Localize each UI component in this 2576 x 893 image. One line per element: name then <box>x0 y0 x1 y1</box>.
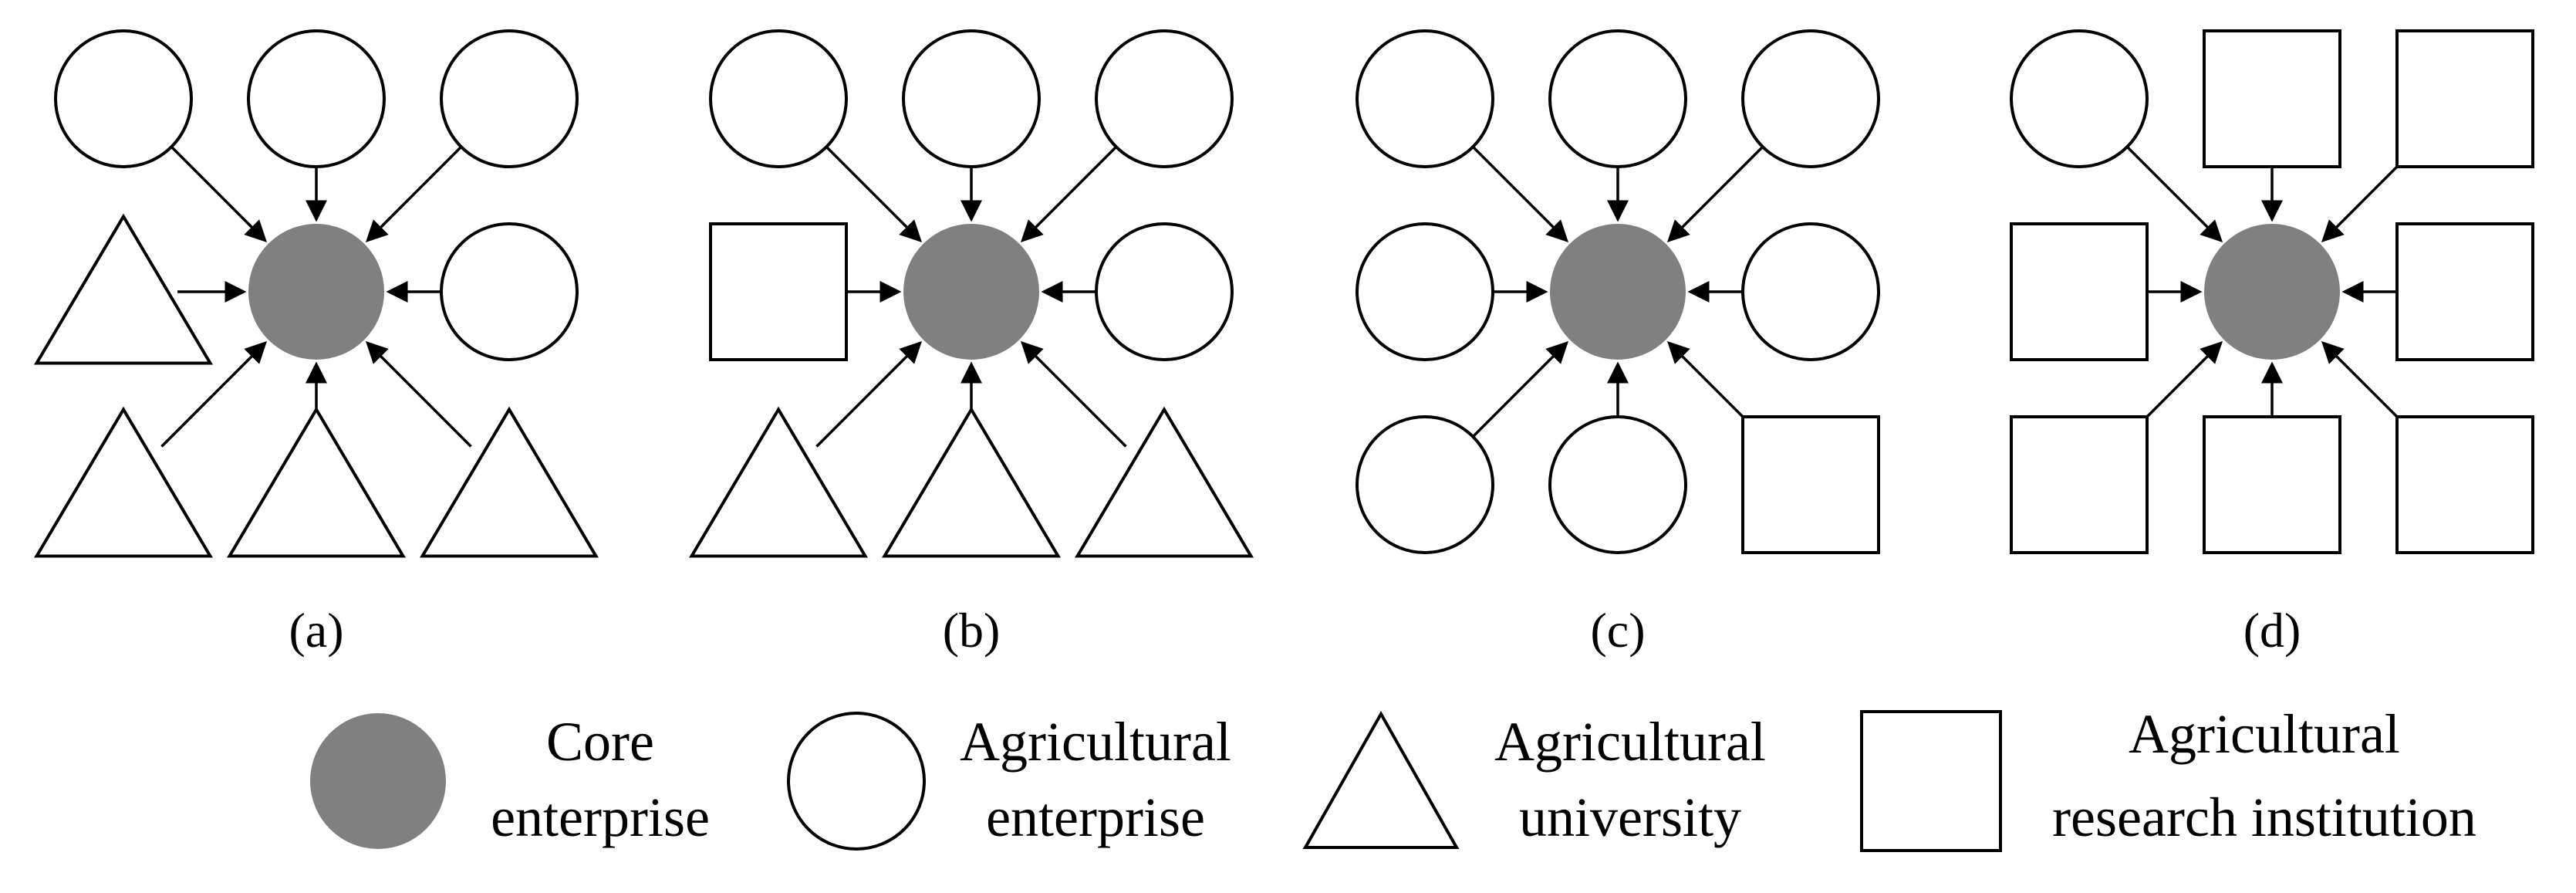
edge-arrow <box>1471 145 1569 243</box>
legend-core-symbol <box>310 713 446 849</box>
legend-university-symbol <box>1302 710 1460 849</box>
edge-arrow <box>160 340 268 448</box>
node-agricultural-university <box>419 406 599 558</box>
edge-arrow <box>825 145 923 243</box>
panel-c <box>1356 29 1880 554</box>
node-agricultural-enterprise <box>440 222 579 361</box>
node-agricultural-enterprise <box>1356 222 1494 361</box>
node-agricultural-enterprise <box>1548 29 1687 168</box>
panel-caption-d: (d) <box>2243 603 2301 658</box>
legend-institution-line2: research institution <box>2052 786 2476 848</box>
legend-university-line1: Agricultural <box>1494 711 1766 773</box>
node-agricultural-research-institution <box>2395 29 2534 168</box>
node-agricultural-research-institution <box>2010 222 2149 361</box>
node-agricultural-university <box>33 213 214 365</box>
panel-b <box>688 29 1254 558</box>
legend-enterprise-symbol <box>787 712 926 851</box>
node-core-enterprise <box>248 224 384 360</box>
node-agricultural-university <box>226 406 407 558</box>
node-agricultural-research-institution <box>2395 415 2534 554</box>
edge-arrow <box>2125 145 2223 243</box>
panel-d <box>2010 29 2534 554</box>
node-agricultural-research-institution <box>2203 415 2341 554</box>
legend-enterprise-line1: Agricultural <box>960 711 1231 773</box>
node-agricultural-enterprise <box>1741 222 1880 361</box>
node-core-enterprise <box>1550 224 1686 360</box>
node-agricultural-research-institution <box>2010 415 2149 554</box>
edge-arrow <box>170 145 268 243</box>
legend: Core enterprise Agricultural enterprise … <box>310 703 2476 852</box>
edge-arrow <box>365 145 463 243</box>
node-agricultural-research-institution <box>709 222 848 361</box>
edge-arrow <box>1020 145 1118 243</box>
node-agricultural-university <box>33 406 214 558</box>
legend-institution-line1: Agricultural <box>2129 703 2400 765</box>
node-agricultural-enterprise <box>2010 29 2149 168</box>
node-agricultural-enterprise <box>440 29 579 168</box>
node-core-enterprise <box>903 224 1039 360</box>
edge-arrow <box>1666 145 1764 243</box>
node-agricultural-research-institution <box>2203 29 2341 168</box>
node-core-enterprise <box>2204 224 2340 360</box>
node-agricultural-university <box>1074 406 1254 558</box>
node-agricultural-enterprise <box>1095 29 1234 168</box>
edge-arrow <box>1020 340 1127 448</box>
node-agricultural-enterprise <box>709 29 848 168</box>
node-agricultural-enterprise <box>902 29 1041 168</box>
legend-enterprise-line2: enterprise <box>986 786 1205 848</box>
legend-core-line2: enterprise <box>491 786 710 848</box>
node-agricultural-research-institution <box>2395 222 2534 361</box>
node-agricultural-university <box>881 406 1062 558</box>
node-agricultural-enterprise <box>54 29 193 168</box>
node-agricultural-research-institution <box>1741 415 1880 554</box>
edge-arrow <box>365 340 472 448</box>
node-agricultural-enterprise <box>1741 29 1880 168</box>
panel-caption-b: (b) <box>943 603 1001 658</box>
node-agricultural-enterprise <box>1356 29 1494 168</box>
legend-institution-symbol <box>1860 710 2002 852</box>
panel-caption-a: (a) <box>289 603 343 658</box>
node-agricultural-enterprise <box>1356 415 1494 554</box>
panel-caption-c: (c) <box>1590 603 1645 658</box>
legend-university-line2: university <box>1519 786 1741 848</box>
panel-a <box>33 29 599 558</box>
node-agricultural-university <box>688 406 869 558</box>
legend-core-line1: Core <box>546 711 654 773</box>
edge-arrow <box>815 340 923 448</box>
node-agricultural-enterprise <box>1095 222 1234 361</box>
edge-arrow <box>1471 340 1569 438</box>
node-agricultural-enterprise <box>1548 415 1687 554</box>
node-agricultural-enterprise <box>247 29 386 168</box>
